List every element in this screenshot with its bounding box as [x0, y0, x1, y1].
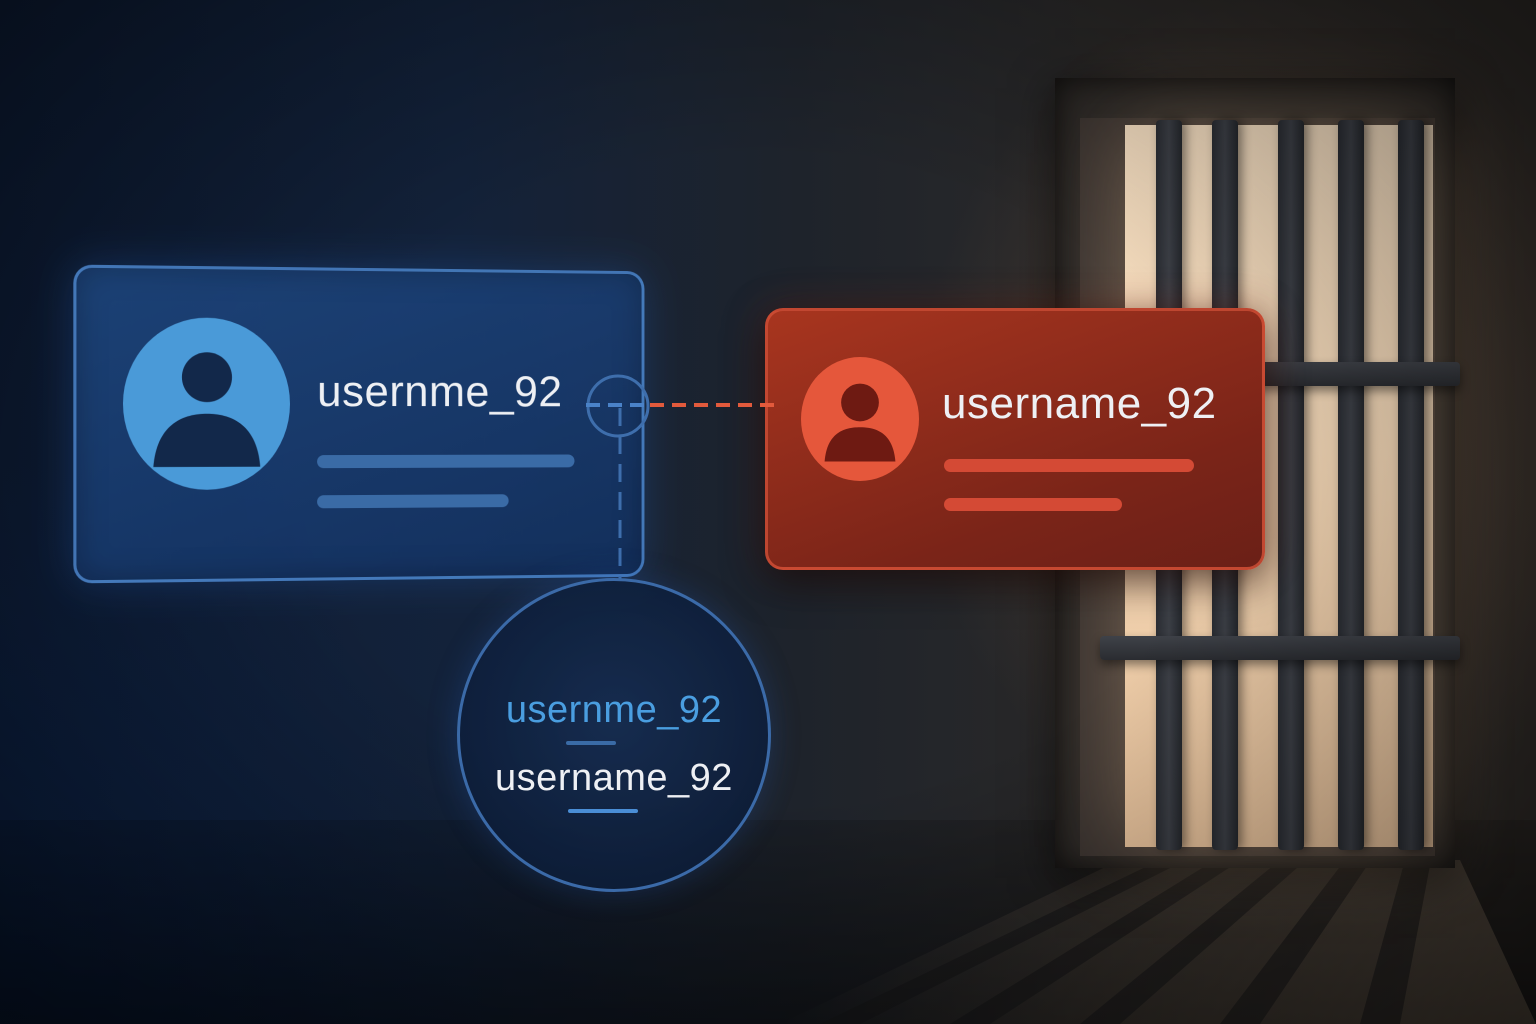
underline-mark	[568, 809, 638, 813]
real-profile-card: username_92	[765, 308, 1265, 570]
underline-mark	[566, 741, 616, 745]
magnified-misspelled-username: usernme_92	[505, 689, 723, 731]
magnified-original-username: username_92	[495, 757, 733, 799]
real-username: username_92	[942, 379, 1217, 428]
user-avatar-icon	[122, 317, 290, 491]
user-avatar-icon	[801, 357, 919, 481]
magnifier-circle: usernme_92 username_92	[457, 578, 771, 892]
fake-profile-card: usernme_92	[73, 264, 645, 584]
placeholder-line	[944, 459, 1194, 472]
placeholder-line	[944, 498, 1122, 511]
